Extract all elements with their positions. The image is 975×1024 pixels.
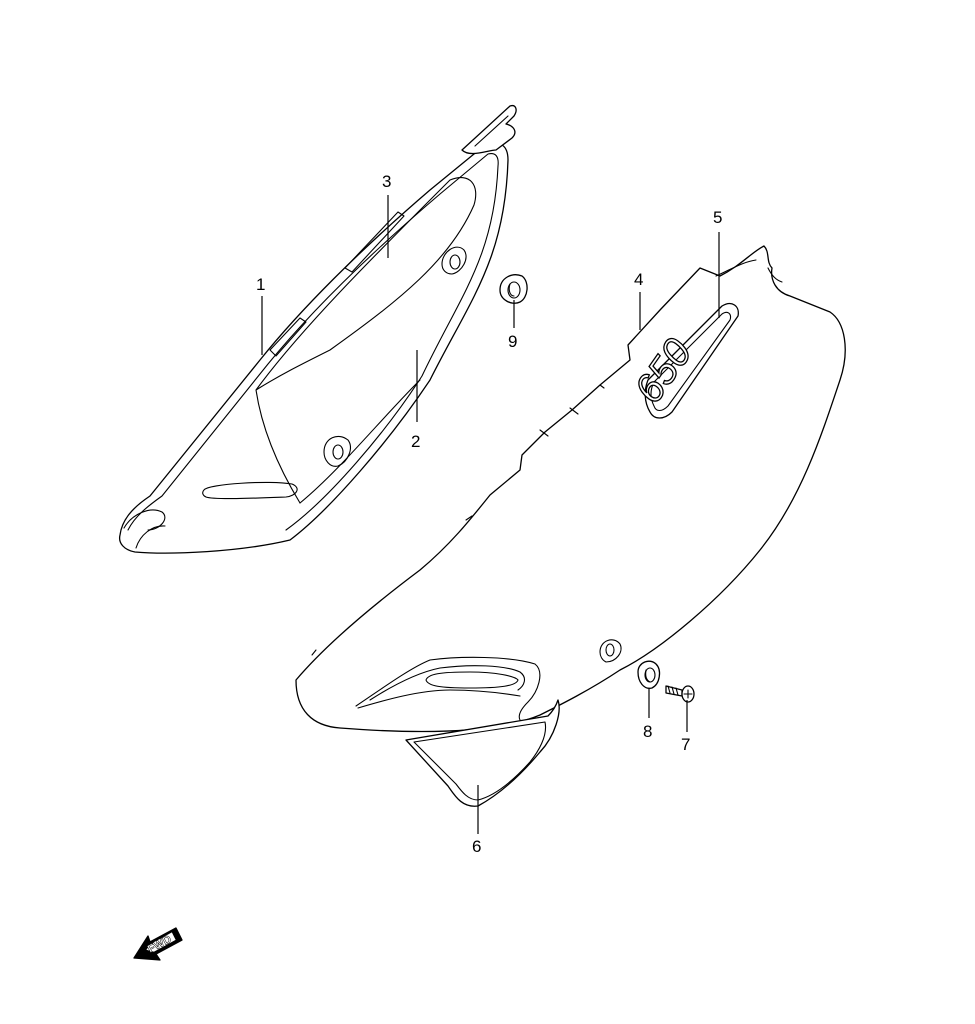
callout-2: 2 [411,350,420,451]
callout-5: 5 [713,208,722,318]
callout-8: 8 [643,688,652,741]
callout-label-8: 8 [643,722,652,741]
callout-label-9: 9 [508,332,517,351]
grommet-part-8 [637,660,661,689]
callout-label-6: 6 [472,837,481,856]
callout-4: 4 [634,270,643,330]
left-frame-cover [118,104,517,554]
callout-6: 6 [472,785,481,856]
callout-label-5: 5 [713,208,722,227]
callout-label-3: 3 [382,172,391,191]
lower-cover-plate [405,699,560,807]
fwd-arrow-icon: FWD [133,927,183,961]
callout-label-7: 7 [681,735,690,754]
callout-7: 7 [681,700,690,754]
callout-3: 3 [382,172,391,258]
screw-part-7 [665,685,695,703]
callout-label-2: 2 [411,432,420,451]
callout-9: 9 [508,300,517,351]
callout-label-4: 4 [634,270,643,289]
grommet-part-9 [499,274,528,304]
callout-1: 1 [256,275,265,355]
callout-label-1: 1 [256,275,265,294]
